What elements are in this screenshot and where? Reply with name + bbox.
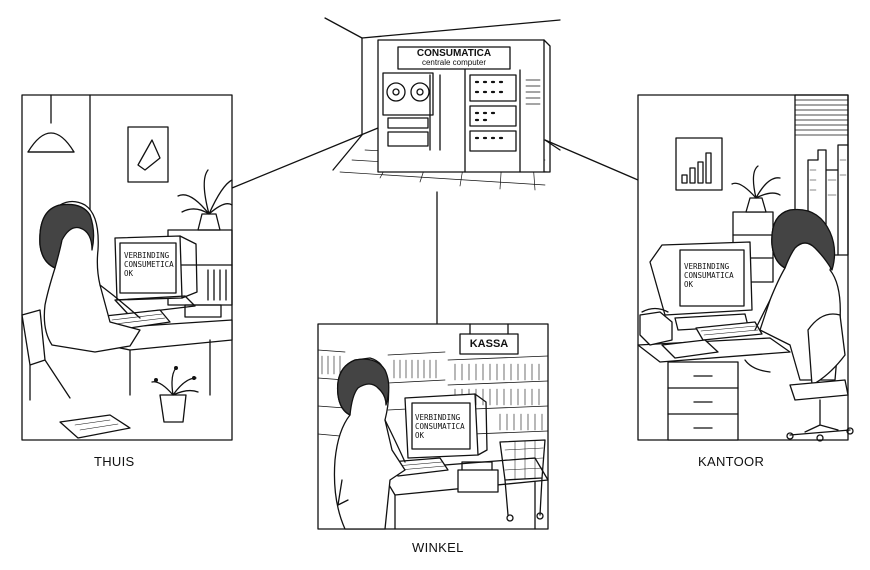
winkel-screen-line-1: VERBINDING <box>415 413 461 422</box>
kantoor-screen-line-1: VERBINDING <box>684 262 730 271</box>
thuis-scene <box>21 94 233 441</box>
connection-lines <box>231 127 639 324</box>
kantoor-screen-line-3: OK <box>684 280 694 289</box>
kassa-sign: KASSA <box>469 338 509 350</box>
thuis-screen-line-1: VERBINDING <box>124 251 170 260</box>
link-central-kantoor <box>544 139 639 181</box>
link-central-thuis <box>231 127 379 189</box>
thuis-screen-line-3: OK <box>124 269 134 278</box>
thuis-label: THUIS <box>94 454 135 469</box>
thuis-screen-line-2: CONSUMETICA <box>124 260 174 269</box>
kantoor-screen-line-2: CONSUMATICA <box>684 271 734 280</box>
winkel-label: WINKEL <box>412 540 464 555</box>
central-title: CONSUMATICA <box>416 48 492 59</box>
kantoor-scene <box>637 94 854 442</box>
winkel-screen-line-2: CONSUMATICA <box>415 422 465 431</box>
winkel-screen-line-3: OK <box>415 431 425 440</box>
central-subtitle: centrale computer <box>421 58 487 67</box>
winkel-scene <box>317 323 549 530</box>
central-computer-room <box>324 17 561 191</box>
kantoor-label: KANTOOR <box>698 454 765 469</box>
